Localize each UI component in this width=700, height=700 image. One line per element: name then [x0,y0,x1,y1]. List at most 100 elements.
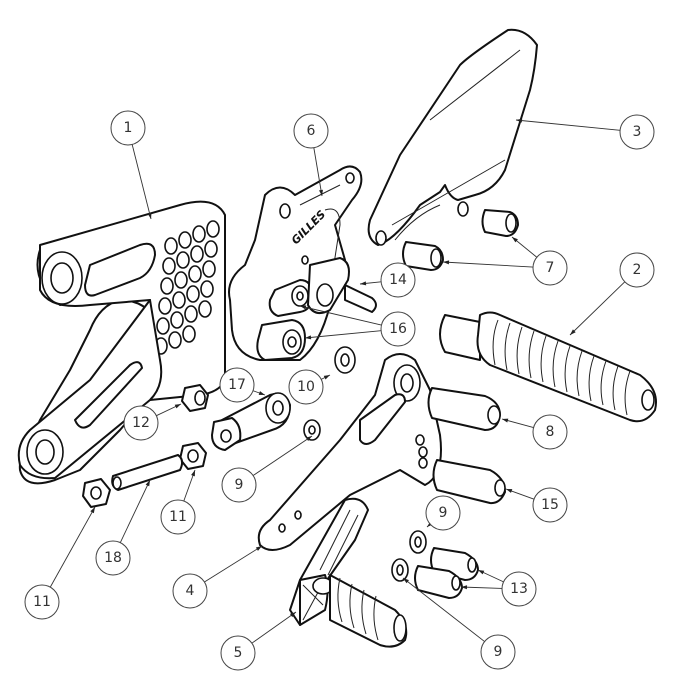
arrowhead-icon [478,570,485,575]
callout-9: 9 [425,495,461,531]
callout-circle [95,540,131,576]
callout-5: 5 [220,635,256,671]
callout-11: 11 [160,499,196,535]
brake-shift-lever [257,353,442,551]
callout-7: 7 [532,250,568,286]
arrowhead-icon [323,375,330,380]
callout-10: 10 [288,369,324,405]
callout-number: 14 [389,272,407,288]
callout-circle [123,405,159,441]
callout-11: 11 [24,584,60,620]
callout-number: 9 [235,477,244,493]
callout-15: 15 [532,487,568,523]
leader-line-9a [252,435,313,476]
arrowhead-icon [174,404,181,409]
leader-line-16a [299,305,382,326]
arrowhead-icon [502,418,509,423]
leader-line-6 [313,147,323,197]
lever-tip [289,497,408,648]
callout-number: 18 [104,550,122,566]
callout-18: 18 [95,540,131,576]
leader-line-1 [131,144,152,220]
callout-circle [380,311,416,347]
callout-circle [219,367,255,403]
callout-number: 3 [633,124,642,140]
arrowhead-icon [191,470,195,477]
callout-number: 13 [510,581,528,597]
callout-4: 4 [172,573,208,609]
callout-circle [619,114,655,150]
arrowhead-icon [506,489,513,493]
arrowhead-icon [305,436,312,442]
arrowhead-icon [305,335,312,340]
callout-circle [619,252,655,288]
callout-number: 11 [169,509,187,525]
lightening-holes [154,220,220,355]
callout-14: 14 [380,262,416,298]
heel-guard [367,28,538,246]
callout-13: 13 [501,571,537,607]
callout-circle [172,573,208,609]
lever-bolts [427,387,506,505]
spacer-washer [334,346,356,374]
callout-number: 9 [439,505,448,521]
callout-3: 3 [619,114,655,150]
arrowhead-icon [360,281,367,286]
callout-number: 15 [541,497,559,513]
leader-line-18 [119,479,151,543]
arrowhead-icon [403,578,409,584]
mount-bracket: GILLES [228,165,377,361]
callout-number: 11 [33,594,51,610]
callout-circle [220,635,256,671]
callout-circle [532,487,568,523]
callout-number: 9 [494,644,503,660]
callout-number: 17 [228,377,246,393]
callout-circle [293,113,329,149]
leader-lines [49,118,626,644]
callout-circle [501,571,537,607]
arrowhead-icon [255,546,262,551]
leader-line-4 [204,545,263,583]
callout-circle [532,414,568,450]
arrowhead-icon [443,260,450,265]
callout-17: 17 [219,367,255,403]
leader-line-5 [251,611,297,644]
leader-line-16b [304,330,382,339]
callout-1: 1 [110,110,146,146]
callout-number: 16 [389,321,407,337]
arrowhead-icon [461,585,468,590]
leader-line-11a [49,506,96,588]
nuts-and-rod [82,384,209,508]
leader-line-9c [402,577,485,642]
callout-circle [288,369,324,405]
arrowhead-icon [258,391,265,395]
callout-6: 6 [293,113,329,149]
leader-line-3 [515,119,621,131]
arrowhead-icon [319,189,323,196]
rod-end [211,392,291,451]
leader-line-2 [569,281,626,336]
arrowhead-icon [289,612,296,618]
leader-line-13b [460,586,503,589]
footpeg [439,311,657,423]
callout-number: 4 [186,583,195,599]
callout-number: 1 [124,120,133,136]
arrowhead-icon [570,329,576,335]
callout-circle [221,467,257,503]
arrowhead-icon [90,507,95,514]
callout-8: 8 [532,414,568,450]
callout-2: 2 [619,252,655,288]
callout-number: 6 [307,123,316,139]
arrowhead-icon [147,212,152,219]
arrowhead-icon [516,118,523,123]
callout-circle [160,499,196,535]
leader-line-7a [442,261,534,268]
arrowhead-icon [512,237,518,243]
heel-guard-bolts [402,209,519,271]
callout-9: 9 [221,467,257,503]
callout-circle [425,495,461,531]
callout-number: 2 [633,262,642,278]
arrowhead-icon [145,480,150,487]
